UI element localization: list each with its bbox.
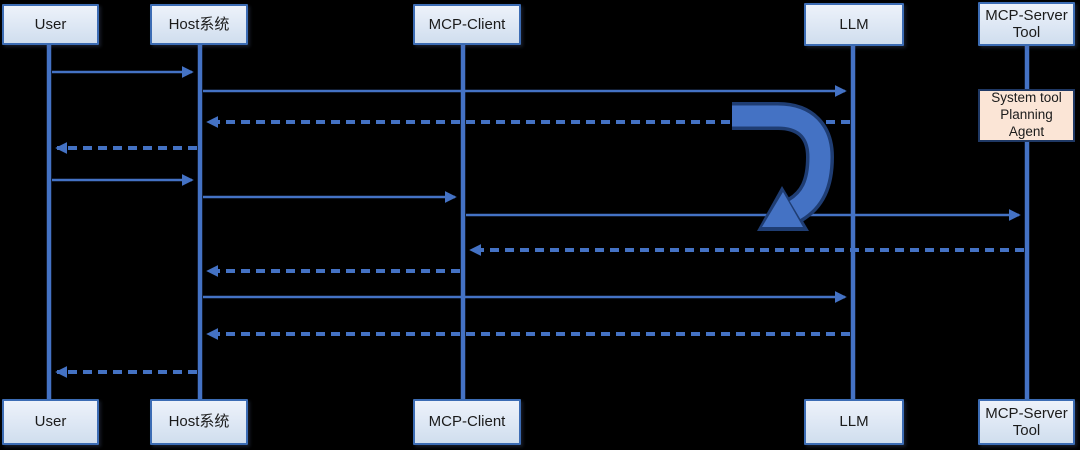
actor-box-host-top: Host系统 <box>150 4 248 45</box>
actor-box-mcp-server-bottom: MCP-Server Tool <box>978 399 1075 445</box>
system-tool-planning-agent-box: System tool Planning Agent <box>978 89 1075 142</box>
actor-label-mcp-client-top: MCP-Client <box>428 15 506 33</box>
actor-box-mcp-client-top: MCP-Client <box>413 4 521 45</box>
actor-label-llm-bottom: LLM <box>839 413 869 431</box>
actor-label-llm-top: LLM <box>839 15 869 33</box>
lifelines <box>46 45 1030 401</box>
actor-box-llm-top: LLM <box>804 3 904 46</box>
actor-label-mcp-server-bottom: MCP-Server Tool <box>985 404 1068 439</box>
actor-label-user-top: User <box>34 15 67 33</box>
actor-box-host-bottom: Host系统 <box>150 399 248 445</box>
actor-label-host-bottom: Host系统 <box>168 413 230 431</box>
actor-box-mcp-client-bottom: MCP-Client <box>413 399 521 445</box>
actor-box-user-bottom: User <box>2 399 99 445</box>
system-tool-planning-agent-label: System tool Planning Agent <box>991 90 1062 139</box>
actor-box-user-top: User <box>2 4 99 45</box>
actor-label-user-bottom: User <box>34 413 67 431</box>
actor-box-mcp-server-top: MCP-Server Tool <box>978 2 1075 46</box>
u-turn-arrow-icon <box>732 102 835 231</box>
actor-label-host-top: Host系统 <box>168 15 230 33</box>
actor-label-mcp-client-bottom: MCP-Client <box>428 413 506 431</box>
actor-box-llm-bottom: LLM <box>804 399 904 445</box>
actor-label-mcp-server-top: MCP-Server Tool <box>985 6 1068 41</box>
message-arrows <box>52 66 1024 378</box>
